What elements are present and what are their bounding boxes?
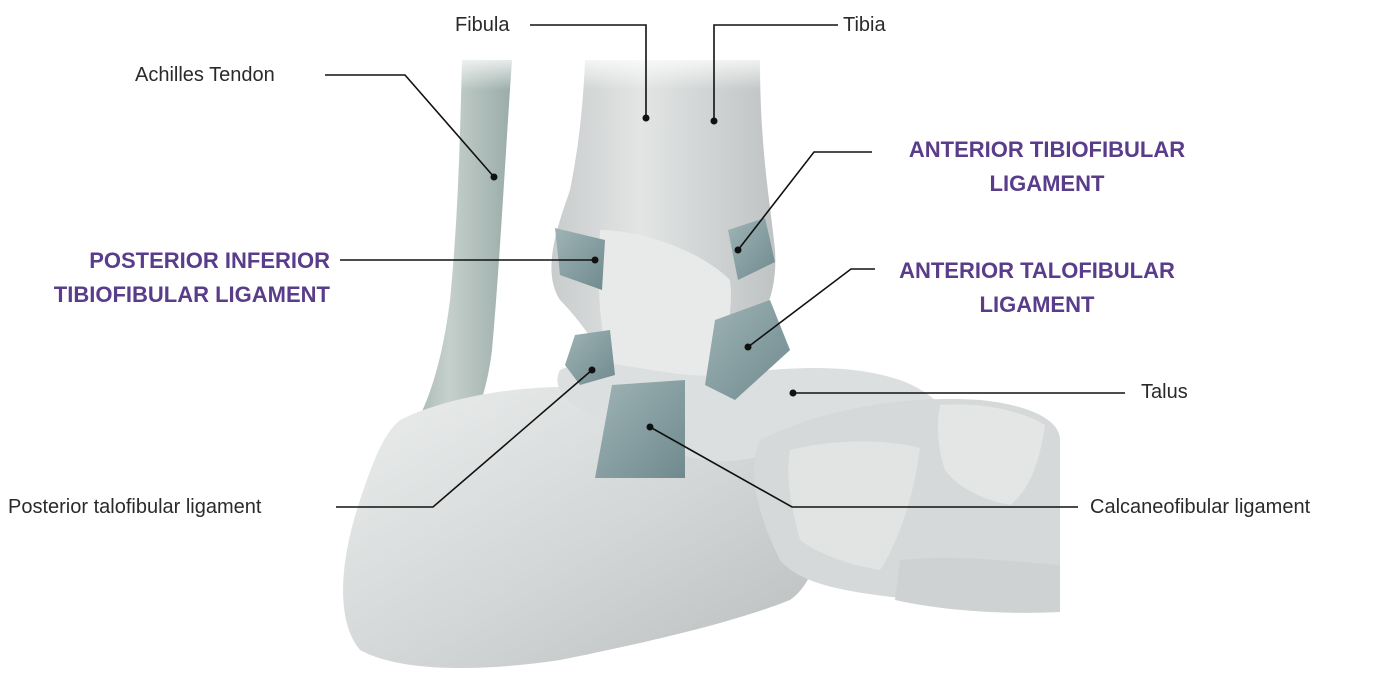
label-fibula: Fibula <box>455 13 509 37</box>
label-anterior-talofibular-ligament: ANTERIOR TALOFIBULAR LIGAMENT <box>882 254 1192 322</box>
metatarsal-base <box>895 558 1060 613</box>
label-achilles-tendon: Achilles Tendon <box>135 63 275 87</box>
label-tibia: Tibia <box>843 13 886 37</box>
label-posterior-talofibular-ligament: Posterior talofibular ligament <box>8 495 261 519</box>
label-calcaneofibular-ligament: Calcaneofibular ligament <box>1090 495 1310 519</box>
label-talus: Talus <box>1141 380 1188 404</box>
label-anterior-tibiofibular-ligament: ANTERIOR TIBIOFIBULAR LIGAMENT <box>882 133 1212 201</box>
label-posterior-inferior-tibiofibular-ligament: POSTERIOR INFERIOR TIBIOFIBULAR LIGAMENT <box>0 244 330 312</box>
